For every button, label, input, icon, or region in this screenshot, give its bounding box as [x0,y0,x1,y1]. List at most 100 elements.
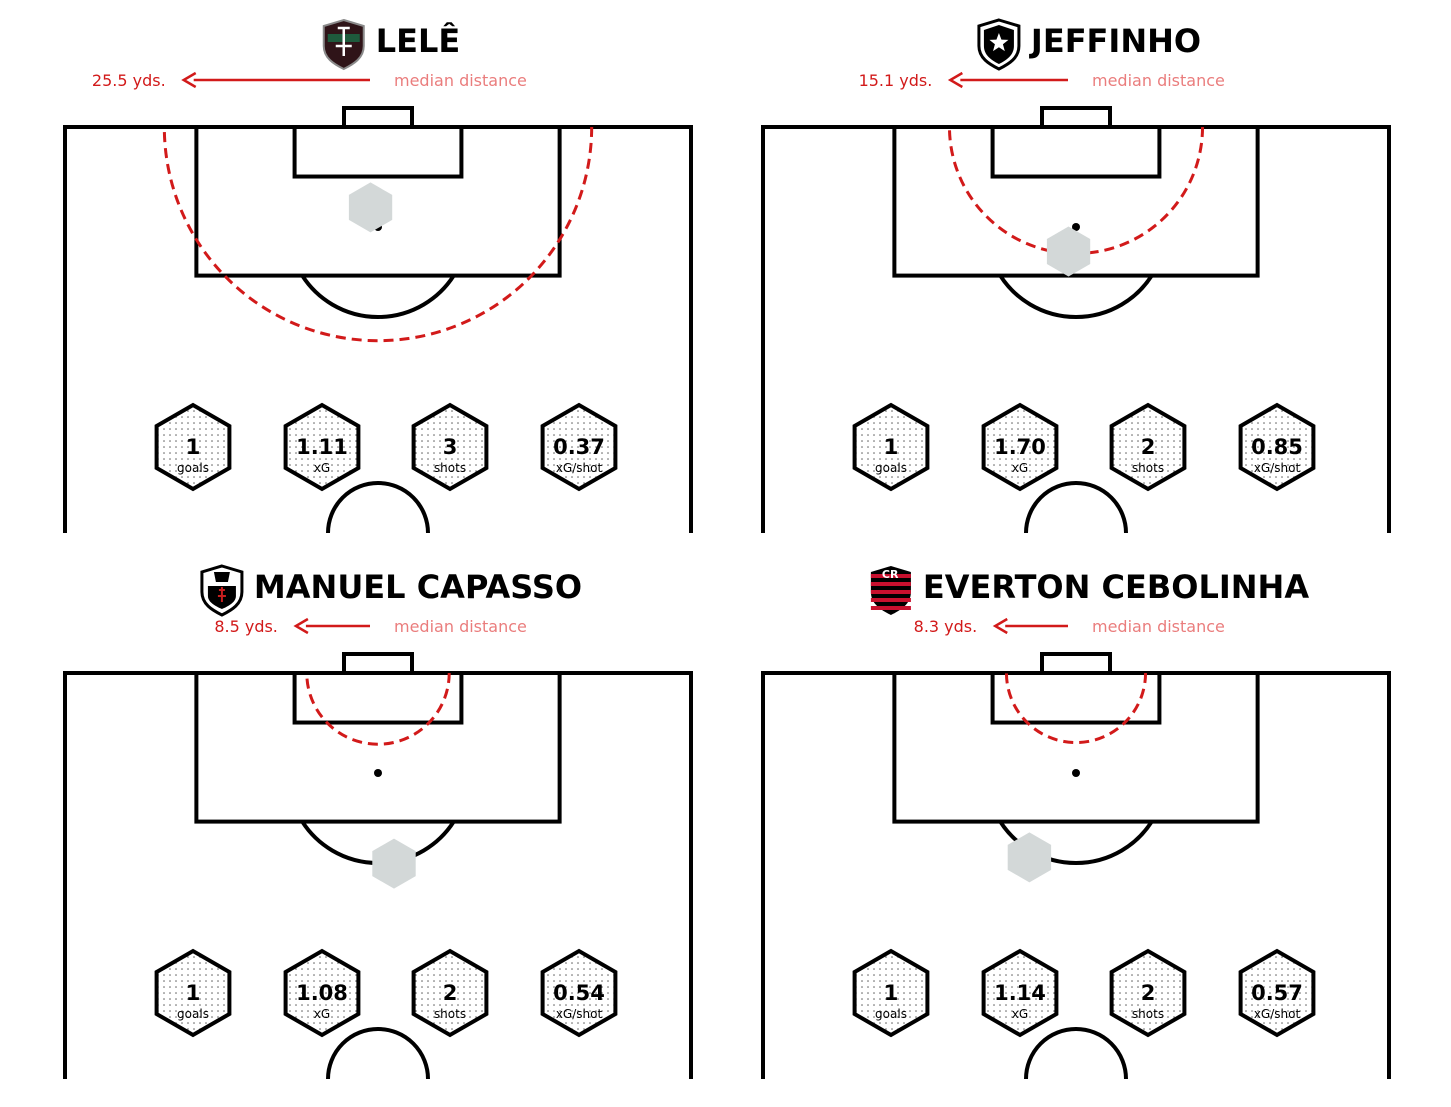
shot-hexbin [348,182,393,233]
player-name: MANUEL CAPASSO [254,568,582,606]
median-distance-caption: median distance [394,617,527,636]
stat-value: 2 [443,981,458,1005]
stat-hexagon [411,948,489,1038]
stat-hexagon [1238,948,1316,1038]
stat-label: xG [314,1007,330,1021]
stat-label: shots [1132,1007,1164,1021]
crest-cross [217,587,226,602]
crest-monogram [335,26,352,56]
stat-hexagon [981,402,1059,492]
stat-label: xG [1012,461,1028,475]
penalty-arc [998,274,1154,319]
crest-stripe [870,590,911,594]
six-yard-box [990,671,1162,725]
player-name: JEFFINHO [1029,22,1201,60]
stat-label: goals [177,461,209,475]
median-distance-value: 8.3 yds. [914,617,978,636]
penalty-spot [374,769,382,777]
shot-map-panel: JEFFINHO 15.1 yds. median distance 1 goals 1.… [761,18,1391,534]
median-distance-value: 15.1 yds. [859,71,933,90]
half-pitch [63,652,693,1080]
player-name: EVERTON CEBOLINHA [923,568,1309,606]
stat-label: xG/shot [1254,1007,1301,1021]
stat-label: xG/shot [556,461,603,475]
stat-hex-xg-shot: 0.57 xG/shot [1238,948,1316,1038]
median-arrow-head [181,71,197,89]
centre-circle [1024,481,1128,534]
shot-map-panel: EVERTON CEBOLINHA CR 8.3 yds. median distan… [761,566,1391,1080]
stat-hexagon [1109,948,1187,1038]
median-distance-caption: median distance [394,71,527,90]
stat-label: goals [875,461,907,475]
median-arrow-head [947,71,963,89]
stat-label: xG/shot [1254,461,1301,475]
median-arrow-head [992,617,1008,635]
stat-hex-xg-shot: 0.37 xG/shot [540,402,618,492]
penalty-area [194,671,562,824]
crest-stripe [870,598,911,602]
stat-hex-goals: 1 goals [154,402,232,492]
six-yard-box [990,125,1162,179]
crest-monogram: CR [882,568,899,581]
penalty-spot [1072,769,1080,777]
fluminense-crest [322,18,365,71]
goal [1040,106,1112,129]
stat-hex-shots: 2 shots [411,948,489,1038]
centre-circle [326,481,430,534]
stat-hex-xg: 1.70 xG [981,402,1059,492]
stat-value: 1.14 [994,981,1046,1005]
centre-circle [326,1027,430,1080]
stat-hexagon [283,948,361,1038]
stat-hexagon [1109,402,1187,492]
stat-value: 1 [186,981,201,1005]
median-arrow-head [293,617,309,635]
stat-value: 1.11 [296,435,348,459]
median-distance-caption: median distance [1092,71,1225,90]
penalty-arc [300,274,456,319]
star-icon [989,33,1009,52]
player-name: LELÊ [376,22,461,60]
stat-hex-goals: 1 goals [852,402,930,492]
stat-hexagon [852,948,930,1038]
goal [1040,652,1112,675]
median-distance-value: 25.5 yds. [92,71,166,90]
stat-hexagon [154,948,232,1038]
half-pitch [761,106,1391,534]
vasco-crest [200,564,244,617]
centre-circle [1024,1027,1128,1080]
stat-label: xG/shot [556,1007,603,1021]
stat-value: 0.57 [1251,981,1303,1005]
penalty-spot [1072,223,1080,231]
crest-stripe [870,574,911,578]
stat-value: 0.85 [1251,435,1303,459]
shot-hexbin [1007,832,1052,883]
stat-value: 1.70 [994,435,1046,459]
stat-hexagon [283,402,361,492]
stat-value: 0.37 [553,435,605,459]
stat-hexagon [540,948,618,1038]
shot-hexbin [1046,226,1091,277]
crest-ship [213,572,230,582]
stat-hexagon [540,402,618,492]
botafogo-crest [977,18,1021,71]
stat-value: 3 [443,435,458,459]
half-pitch [63,106,693,534]
stat-label: xG [1012,1007,1028,1021]
stat-hexagon [981,948,1059,1038]
stat-value: 1 [186,435,201,459]
goal [342,106,414,129]
crest-stripe [870,606,911,610]
median-distance-caption: median distance [1092,617,1225,636]
stat-value: 1 [884,435,899,459]
goal [342,652,414,675]
stat-label: shots [1132,461,1164,475]
stat-label: shots [434,1007,466,1021]
median-distance-value: 8.5 yds. [214,617,278,636]
stat-hexagon [154,402,232,492]
